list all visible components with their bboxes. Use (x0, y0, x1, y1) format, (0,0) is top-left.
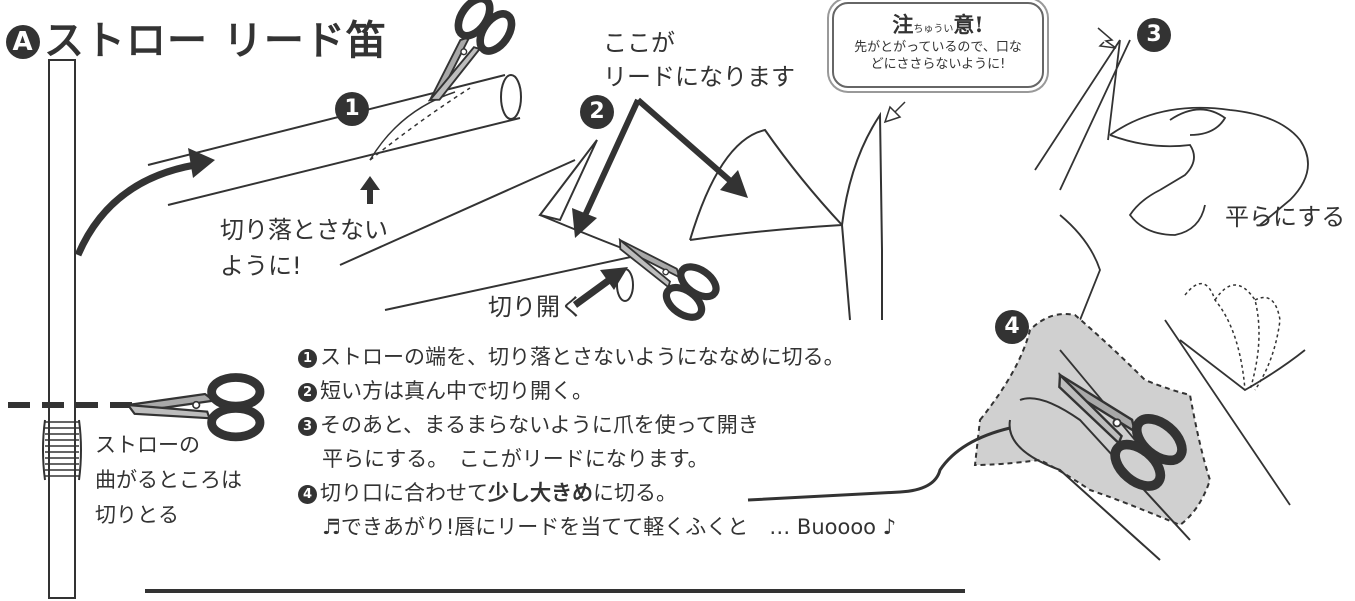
curved-arrow (74, 161, 196, 257)
caution-head-a: 注 (892, 12, 914, 37)
title-text: ストロー リード笛 (44, 18, 387, 64)
label-straw-1: ストローの (95, 433, 200, 457)
label-flatten: 平らにする (1225, 203, 1346, 231)
step-finish: ♬できあがり!唇にリードを当てて軽くふくと … Buoooo ♪ (298, 510, 896, 544)
caution-ruby: ちゅうい (913, 24, 954, 35)
pointer-arrows (572, 97, 748, 238)
step-2-number: 2 (298, 383, 317, 402)
step-1-text: ストローの端を、切り落とさないようにななめに切る。 (320, 345, 845, 369)
reed-drawing (689, 111, 883, 321)
label-dont-cut-1: 切り落とさない (220, 216, 388, 244)
label-here-1: ここが (603, 29, 675, 57)
step-3-cont: 平らにする。 ここがリードになります。 (298, 442, 896, 476)
caution-head-b: 意! (953, 12, 984, 37)
step-2-text: 短い方は真ん中で切り開く。 (320, 379, 593, 403)
caution-box: 注ちゅうい意! 先がとがっているので、口な どにささらないように! (832, 2, 1044, 88)
up-arrow-icon (360, 176, 380, 204)
label-straw-3: 切りとる (95, 503, 179, 527)
step-4-text-b: に切る。 (593, 481, 677, 505)
step-badge-2: 2 (580, 95, 614, 129)
straw-step1-drawing (147, 74, 522, 206)
title-marker: A (6, 25, 40, 59)
caution-heading: 注ちゅうい意! (834, 9, 1042, 39)
label-dont-cut-2: ように! (220, 252, 302, 280)
caution-line-2: どにささらないように! (870, 57, 1006, 72)
connector-line (747, 426, 1011, 502)
step-4-text-bold: 少し大きめ (488, 481, 593, 505)
step-4-number: 4 (298, 485, 317, 504)
straw-drawing (42, 59, 82, 599)
arrow-icon (572, 275, 615, 308)
step-1-number: 1 (298, 349, 317, 368)
step-badge-1: 1 (335, 92, 369, 126)
label-here-2: リードになります (603, 63, 795, 91)
step-3-cont-text: 平らにする。 ここがリードになります。 (322, 447, 709, 471)
step-3-text: そのあと、まるまらないように爪を使って開き (320, 413, 759, 437)
outline-arrow-icon (883, 101, 906, 124)
outline-arrow-icon (1097, 27, 1117, 49)
step-badge-3: 3 (1137, 18, 1171, 52)
caution-line-1: 先がとがっているので、口な (854, 40, 1022, 55)
label-cut-open: 切り開く (488, 293, 584, 321)
step-badge-4: 4 (995, 310, 1029, 344)
step-4-text-a: 切り口に合わせて (320, 481, 488, 505)
step-3-number: 3 (298, 417, 317, 436)
step-finish-text: ♬できあがり!唇にリードを当てて軽くふくと … Buoooo ♪ (322, 515, 897, 539)
label-straw-2: 曲がるところは (95, 468, 242, 492)
hand-drawing (1034, 39, 1309, 321)
